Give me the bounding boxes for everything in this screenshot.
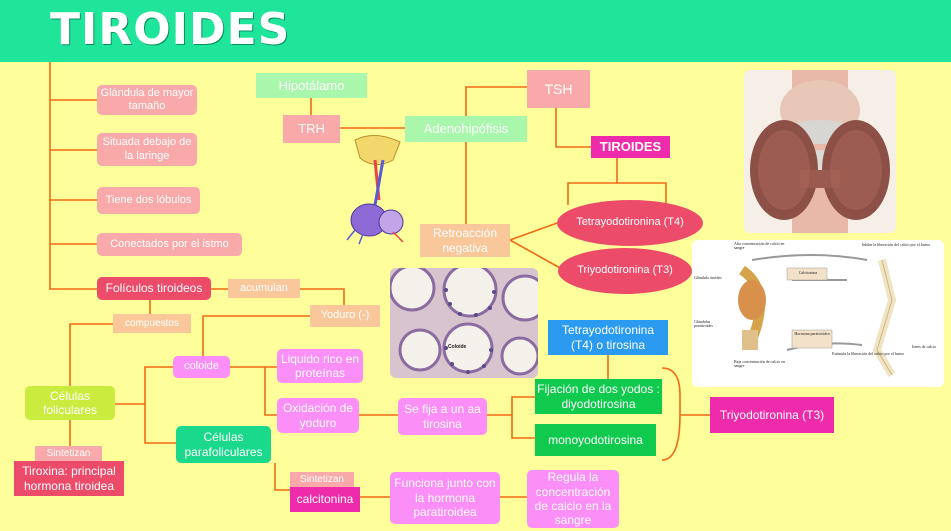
node-mono: monoyodotirosina <box>535 424 656 456</box>
node-adenohipofisis: Adenohipófisis <box>405 116 527 142</box>
node-regula: Regula la concentración de calcio en la … <box>527 470 619 528</box>
node-t3-box: Triyodotironina (T3) <box>710 397 834 433</box>
node-tiroxina: Tiroxina: principal hormona tiroidea <box>14 461 124 496</box>
node-retroaccion: Retroacción negativa <box>420 224 510 257</box>
node-funciona: Funciona junto con la hormona paratiroid… <box>390 472 500 524</box>
node-celulas-foliculares: Células foliculares <box>25 386 115 420</box>
thyroid-illustration <box>750 70 890 233</box>
node-lobulos: Tiene dos lóbulos <box>97 187 200 214</box>
cf-hormona: Hormona paratiroidea <box>794 331 830 336</box>
node-tiroides: TIROIDES <box>591 136 670 158</box>
cf-calcitonina: Calcitonina <box>798 270 818 275</box>
node-fija: Se fija a un aa tirosina <box>398 398 487 435</box>
node-istmo: Conectados por el istmo <box>97 233 242 256</box>
cf-glandula-tiroides: Glándula tiroides <box>694 275 722 280</box>
cf-estimula: Estimula la liberación del calcio por el… <box>832 351 905 356</box>
histology-label-coloide: Coloide <box>448 344 467 350</box>
node-fijacion: Fijación de dos yodos : diyodotirosina <box>535 379 662 414</box>
cf-glandulas-paratiroides: Glándulas paratiroides <box>694 319 713 329</box>
node-glandula: Glándula de mayor tamaño <box>97 85 197 115</box>
node-sintetizan-1: Sintetizan <box>35 446 102 461</box>
node-t4-ellipse: Tetrayodotironina (T4) <box>557 200 703 246</box>
calcium-figure: Alta concentración de calcio en sangre I… <box>692 240 944 387</box>
node-liquido: Liquido rico en proteínas <box>277 349 363 383</box>
cf-alta: Alta concentración de calcio en sangre <box>734 241 785 251</box>
node-tsh: TSH <box>527 70 590 108</box>
node-oxidacion: Oxidación de yoduro <box>277 398 359 433</box>
pituitary-illustration <box>345 130 410 245</box>
node-foliculos: Folículos tiroideos <box>97 277 211 300</box>
histology-illustration: Coloide <box>390 268 538 378</box>
node-t4-tirosina: Tetrayodotironina (T4) o tirosina <box>548 320 668 355</box>
node-yoduro: Yoduro (-) <box>310 305 380 327</box>
cf-inhibe: Inhibe la liberación del calcio por el h… <box>862 242 931 247</box>
thyroid-photo <box>744 70 896 233</box>
node-situada: Situada debajo de la laringe <box>97 133 197 166</box>
node-t3-ellipse: Triyodotironina (T3) <box>558 248 692 294</box>
cf-baja: Baja concentración de calcio en sangre <box>734 359 785 369</box>
node-sintetizan-2: Sintetizan <box>290 472 354 487</box>
node-calcitonina: calcitonina <box>290 487 360 512</box>
header-bar <box>0 0 951 62</box>
node-celulas-parafoliculares: Células parafoliculares <box>176 426 271 463</box>
node-trh: TRH <box>283 115 340 143</box>
page-title: TIROIDES <box>50 4 291 55</box>
node-compuestos: compuestos <box>113 314 191 333</box>
node-acumulan: acumulan <box>228 279 300 298</box>
cf-iones: Iones de calcio <box>912 344 936 349</box>
node-hipotalamo: Hipotálamo <box>256 73 367 98</box>
node-coloide: coloide <box>173 356 230 378</box>
